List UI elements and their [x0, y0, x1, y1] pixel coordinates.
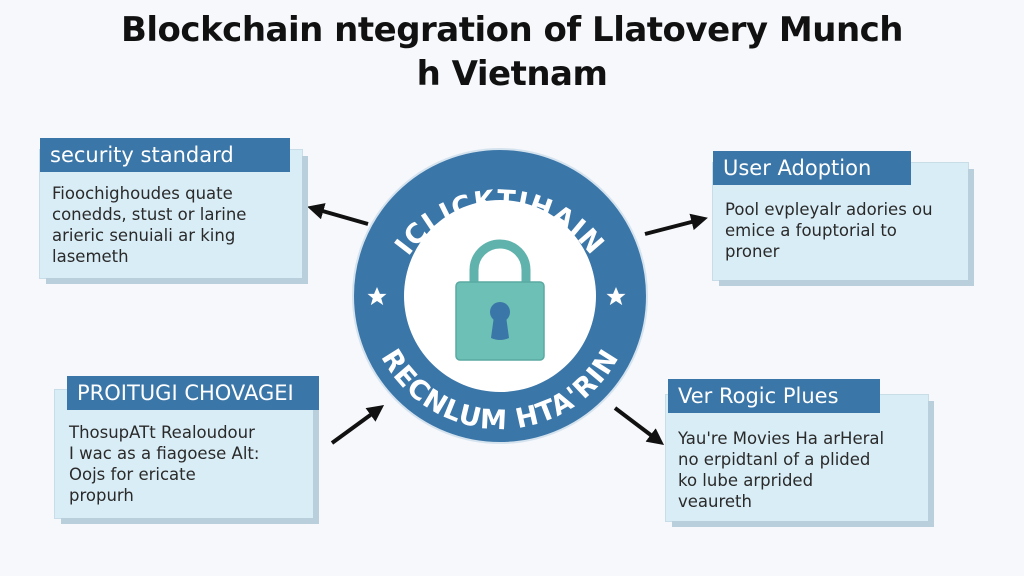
blockchain-badge: ICLICKTIHAIN RECNLUM HTA'RIN — [352, 148, 648, 444]
card-line: I wac as a fiagoese Alt: — [69, 444, 260, 463]
card-line: ThosupATt Realoudour — [69, 423, 255, 442]
badge-ring-edge — [352, 148, 648, 444]
card-line: veaureth — [678, 492, 752, 511]
arrow-to-security — [307, 203, 369, 226]
card-body: ThosupATt Realoudour I wac as a fiagoese… — [69, 422, 259, 506]
star-icon — [367, 287, 387, 306]
card-line: arieric senuiali ar king — [52, 226, 236, 245]
card-line: ko lube arprided — [678, 471, 814, 490]
card-line: lasemeth — [52, 247, 129, 266]
arrow-to-center-from-protection — [330, 405, 385, 445]
card-line: Fioochighoudes quate — [52, 184, 233, 203]
card-security-standard: security standard Fioochighoudes quate c… — [40, 138, 302, 278]
card-line: Yau're Movies Ha arHeral — [678, 429, 885, 448]
card-header: security standard — [40, 138, 290, 172]
card-line: conedds, stust or larine — [52, 205, 247, 224]
page-title: Blockchain ntegration of Llatovery Munch… — [0, 8, 1024, 96]
title-line-1: Blockchain ntegration of Llatovery Munch — [120, 10, 904, 50]
card-line: no erpidtanl of a plided — [678, 450, 871, 469]
card-body: Pool evpleyalr adories ou emice a foupto… — [725, 199, 933, 262]
card-line: propurh — [69, 486, 134, 505]
card-body: Yau're Movies Ha arHeral no erpidtanl of… — [678, 428, 884, 512]
card-line: Pool evpleyalr adories ou — [725, 200, 933, 219]
card-line: Oojs for ericate — [69, 465, 196, 484]
star-icon — [606, 287, 626, 306]
card-header: Ver Rogic Plues — [668, 379, 880, 413]
arrow-to-logic — [613, 406, 665, 446]
card-protection-coverage: PROITUGI CHOVAGEI ThosupATt Realoudour I… — [55, 376, 319, 518]
card-body: Fioochighoudes quate conedds, stust or l… — [52, 183, 246, 267]
card-header: User Adoption — [713, 151, 911, 185]
card-header: PROITUGI CHOVAGEI — [67, 376, 319, 410]
title-line-2: h Vietnam — [416, 54, 608, 94]
card-line: emice a fouptorial to — [725, 221, 897, 240]
card-user-adoption: User Adoption Pool evpleyalr adories ou … — [713, 151, 968, 280]
card-line: proner — [725, 242, 780, 261]
arrow-to-adoption — [644, 213, 708, 236]
card-logic-plues: Ver Rogic Plues Yau're Movies Ha arHeral… — [666, 379, 928, 521]
padlock-icon — [455, 239, 545, 361]
